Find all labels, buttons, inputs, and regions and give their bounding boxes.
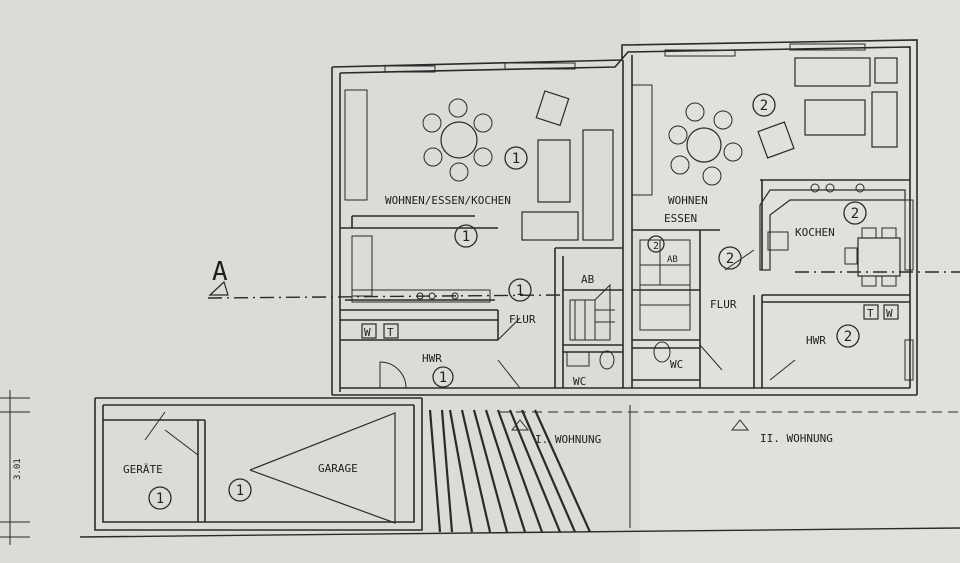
- dryer-label: T: [867, 307, 874, 320]
- unit-marker: 1: [516, 283, 524, 299]
- dryer-label: T: [387, 326, 394, 339]
- unit-marker: 2: [653, 241, 659, 252]
- unit-marker: 1: [512, 151, 520, 167]
- ramp-hatching: [428, 409, 592, 533]
- unit-marker: 1: [236, 483, 244, 499]
- room-label-dining-right: ESSEN: [664, 212, 697, 225]
- room-label-geraete: GERÄTE: [123, 463, 163, 476]
- left-unit-walls: [340, 215, 623, 388]
- dimension-line: [0, 390, 30, 545]
- section-marker: A: [212, 257, 228, 287]
- room-label-hwr-left: HWR: [422, 352, 442, 365]
- room-label-flur-right: FLUR: [710, 298, 737, 311]
- room-label-flur-left: FLUR: [509, 313, 536, 326]
- unit-marker: 2: [851, 206, 859, 222]
- room-label-garage: GARAGE: [318, 462, 358, 475]
- unit-marker: 1: [439, 370, 447, 386]
- room-label-wc-right: WC: [670, 358, 683, 371]
- washer-label: W: [364, 326, 371, 339]
- room-label-living-right: WOHNEN: [668, 194, 708, 207]
- room-label-ab-right: AB: [667, 255, 678, 265]
- washer-label: W: [886, 307, 893, 320]
- dimension-label: 3.01: [13, 458, 23, 480]
- room-label-wc-left: WC: [573, 375, 586, 388]
- unit-marker: 1: [462, 229, 470, 245]
- room-label-kochen: KOCHEN: [795, 226, 835, 239]
- unit-marker: 2: [760, 98, 768, 114]
- unit-marker: 2: [726, 251, 734, 267]
- right-unit-walls: [632, 179, 910, 388]
- garage-walls: [94, 397, 423, 531]
- section-line: [207, 271, 960, 299]
- room-label-ab-left: AB: [581, 273, 595, 286]
- unit-label-first: I. WOHNUNG: [535, 433, 601, 446]
- unit-label-second: II. WOHNUNG: [760, 432, 833, 445]
- windows: [344, 43, 914, 381]
- unit-marker: 2: [844, 329, 852, 345]
- room-label-hwr-right: HWR: [806, 334, 826, 347]
- unit-marker: 1: [156, 491, 164, 507]
- room-label-living-left: WOHNEN/ESSEN/KOCHEN: [385, 194, 511, 207]
